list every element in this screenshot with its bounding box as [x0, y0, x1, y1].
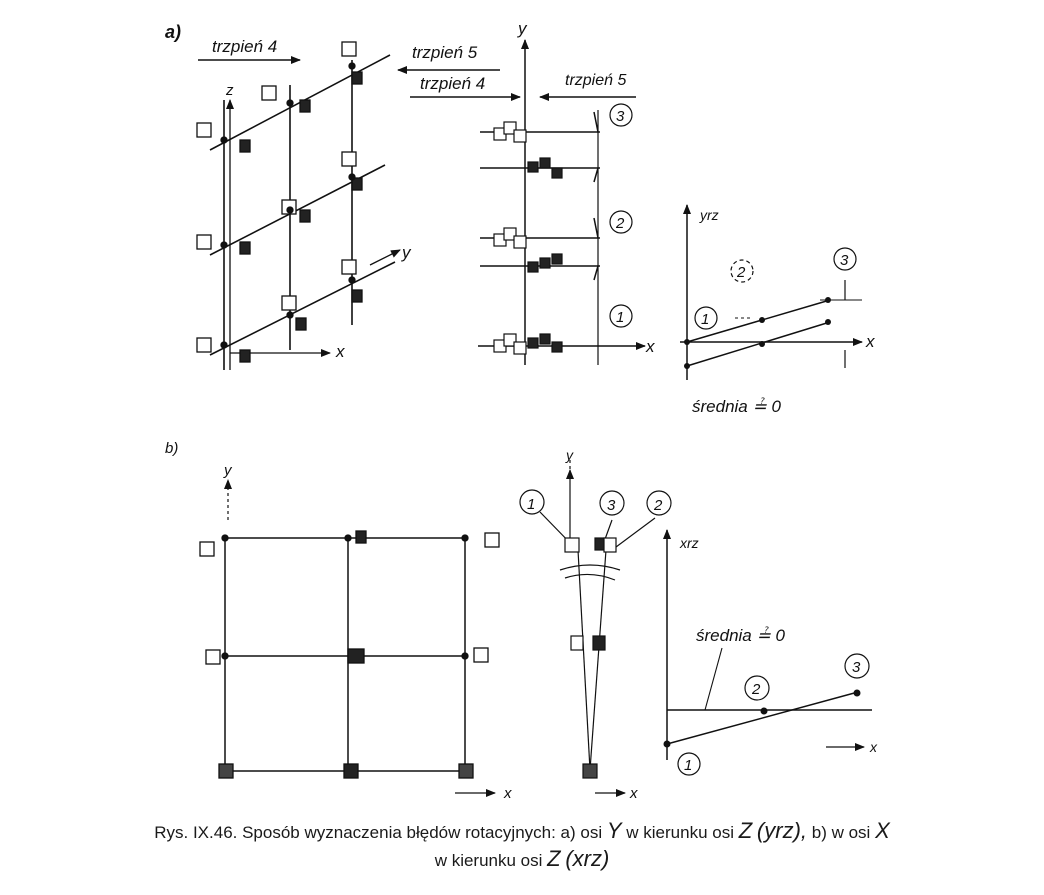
cone-marker-3: 3: [607, 497, 616, 514]
arrow-trzpien4-mid: trzpień 4: [410, 74, 521, 101]
grid-probes: [199, 530, 500, 779]
cone-view: [539, 460, 656, 797]
arrow-trzpien4-mid-label: trzpień 4: [420, 74, 485, 93]
side-markers: [609, 103, 633, 328]
axis-y-mid-label: y: [565, 447, 574, 463]
graph-a-marker-2: 2: [736, 264, 746, 281]
graph-b-markers: [677, 653, 870, 776]
axis-y-3d-label: y: [401, 243, 412, 262]
cone-markers: [519, 489, 672, 516]
arrow-trzpien5-top-label: trzpień 5: [412, 43, 478, 62]
graph-a-xlabel: x: [865, 332, 875, 351]
axis-x-3d-label: x: [335, 342, 345, 361]
axis-x-side-label: x: [645, 337, 655, 356]
graph-a: [680, 204, 863, 380]
caption-axis-Z2: Z: [547, 846, 561, 871]
arrow-trzpien5-mid-label: trzpień 5: [565, 72, 626, 89]
arrow-trzpien4-top-label: trzpień 4: [212, 37, 277, 56]
cone-probes: [564, 537, 617, 779]
graph-b-ylabel: xrz: [679, 535, 699, 551]
graph-b-marker-1: 1: [684, 757, 692, 774]
graph-b-points: [663, 689, 861, 748]
cone-marker-2: 2: [653, 497, 663, 514]
caption-line-1: Rys. IX.46. Sposób wyznaczenia błędów ro…: [0, 818, 1044, 846]
caption-axis-Y: Y: [606, 818, 622, 843]
graph-b-xlabel: x: [869, 739, 878, 755]
caption-line2-pre: w kierunku osi: [434, 851, 543, 870]
caption-line1-post: b) w osi: [811, 823, 871, 842]
cone-marker-1: 1: [527, 496, 535, 513]
axis-y-grid-label: y: [223, 462, 233, 479]
graph-a-marker-3: 3: [840, 252, 849, 269]
caption-line-2: w kierunku osi Z (xrz): [0, 846, 1044, 874]
grid-view: [224, 479, 496, 797]
axis-y-side-label: y: [517, 19, 528, 38]
axis-z-label: z: [225, 82, 234, 99]
caption-line1-pre: Rys. IX.46. Sposób wyznaczenia błędów ro…: [154, 823, 603, 842]
graph-a-ylabel: yrz: [699, 207, 719, 223]
caption-axis-Z: Z: [738, 818, 753, 843]
graph-b-note: średnia ≟ 0: [696, 626, 785, 645]
side-marker-2: 2: [615, 215, 625, 232]
arrow-trzpien5-mid: trzpień 5: [539, 72, 636, 101]
graph-a-note: średnia ≟ 0: [692, 397, 781, 416]
graph-a-markers: [694, 247, 857, 330]
graph-a-marker-1: 1: [701, 311, 709, 328]
part-a-label: a): [165, 22, 181, 42]
arrow-trzpien4-top: trzpień 4: [198, 37, 301, 64]
caption-yrz: (yrz),: [756, 818, 808, 843]
side-marker-3: 3: [616, 108, 625, 125]
lattice-3d-probes: [196, 41, 363, 363]
figure-caption: Rys. IX.46. Sposób wyznaczenia błędów ro…: [0, 818, 1044, 874]
axis-x-mid-label: x: [629, 785, 638, 802]
graph-b: [663, 529, 872, 760]
part-b-label: b): [165, 440, 178, 457]
caption-xrz: (xrz): [565, 846, 610, 871]
side-view-probes: [493, 121, 563, 355]
graph-a-points: [684, 297, 831, 369]
caption-axis-X: X: [875, 818, 890, 843]
caption-line1-mid: w kierunku osi: [626, 823, 734, 842]
arrow-trzpien5-top: trzpień 5: [397, 43, 500, 74]
axis-x-grid-label: x: [503, 785, 512, 802]
graph-b-marker-3: 3: [852, 659, 861, 676]
axis-y-3d: [369, 249, 401, 266]
side-marker-1: 1: [616, 309, 624, 326]
graph-b-marker-2: 2: [751, 681, 761, 698]
